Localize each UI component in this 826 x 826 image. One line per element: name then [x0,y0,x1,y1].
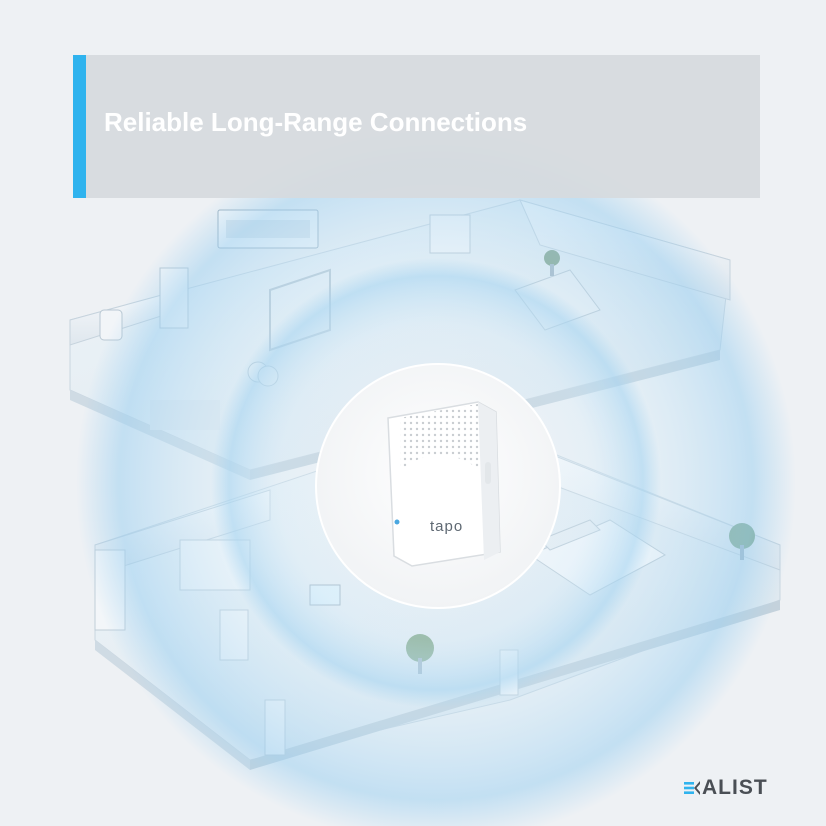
hub-badge [315,363,561,609]
device-brand-label: tapo [430,518,464,535]
banner-title: Reliable Long-Range Connections [104,107,528,137]
logo-text: ALIST [702,776,768,799]
title-banner: Reliable Long-Range Connections [73,55,760,198]
kalist-k-icon [684,781,700,795]
kalist-logo: ALIST [684,776,804,802]
banner-accent-bar [73,55,86,198]
